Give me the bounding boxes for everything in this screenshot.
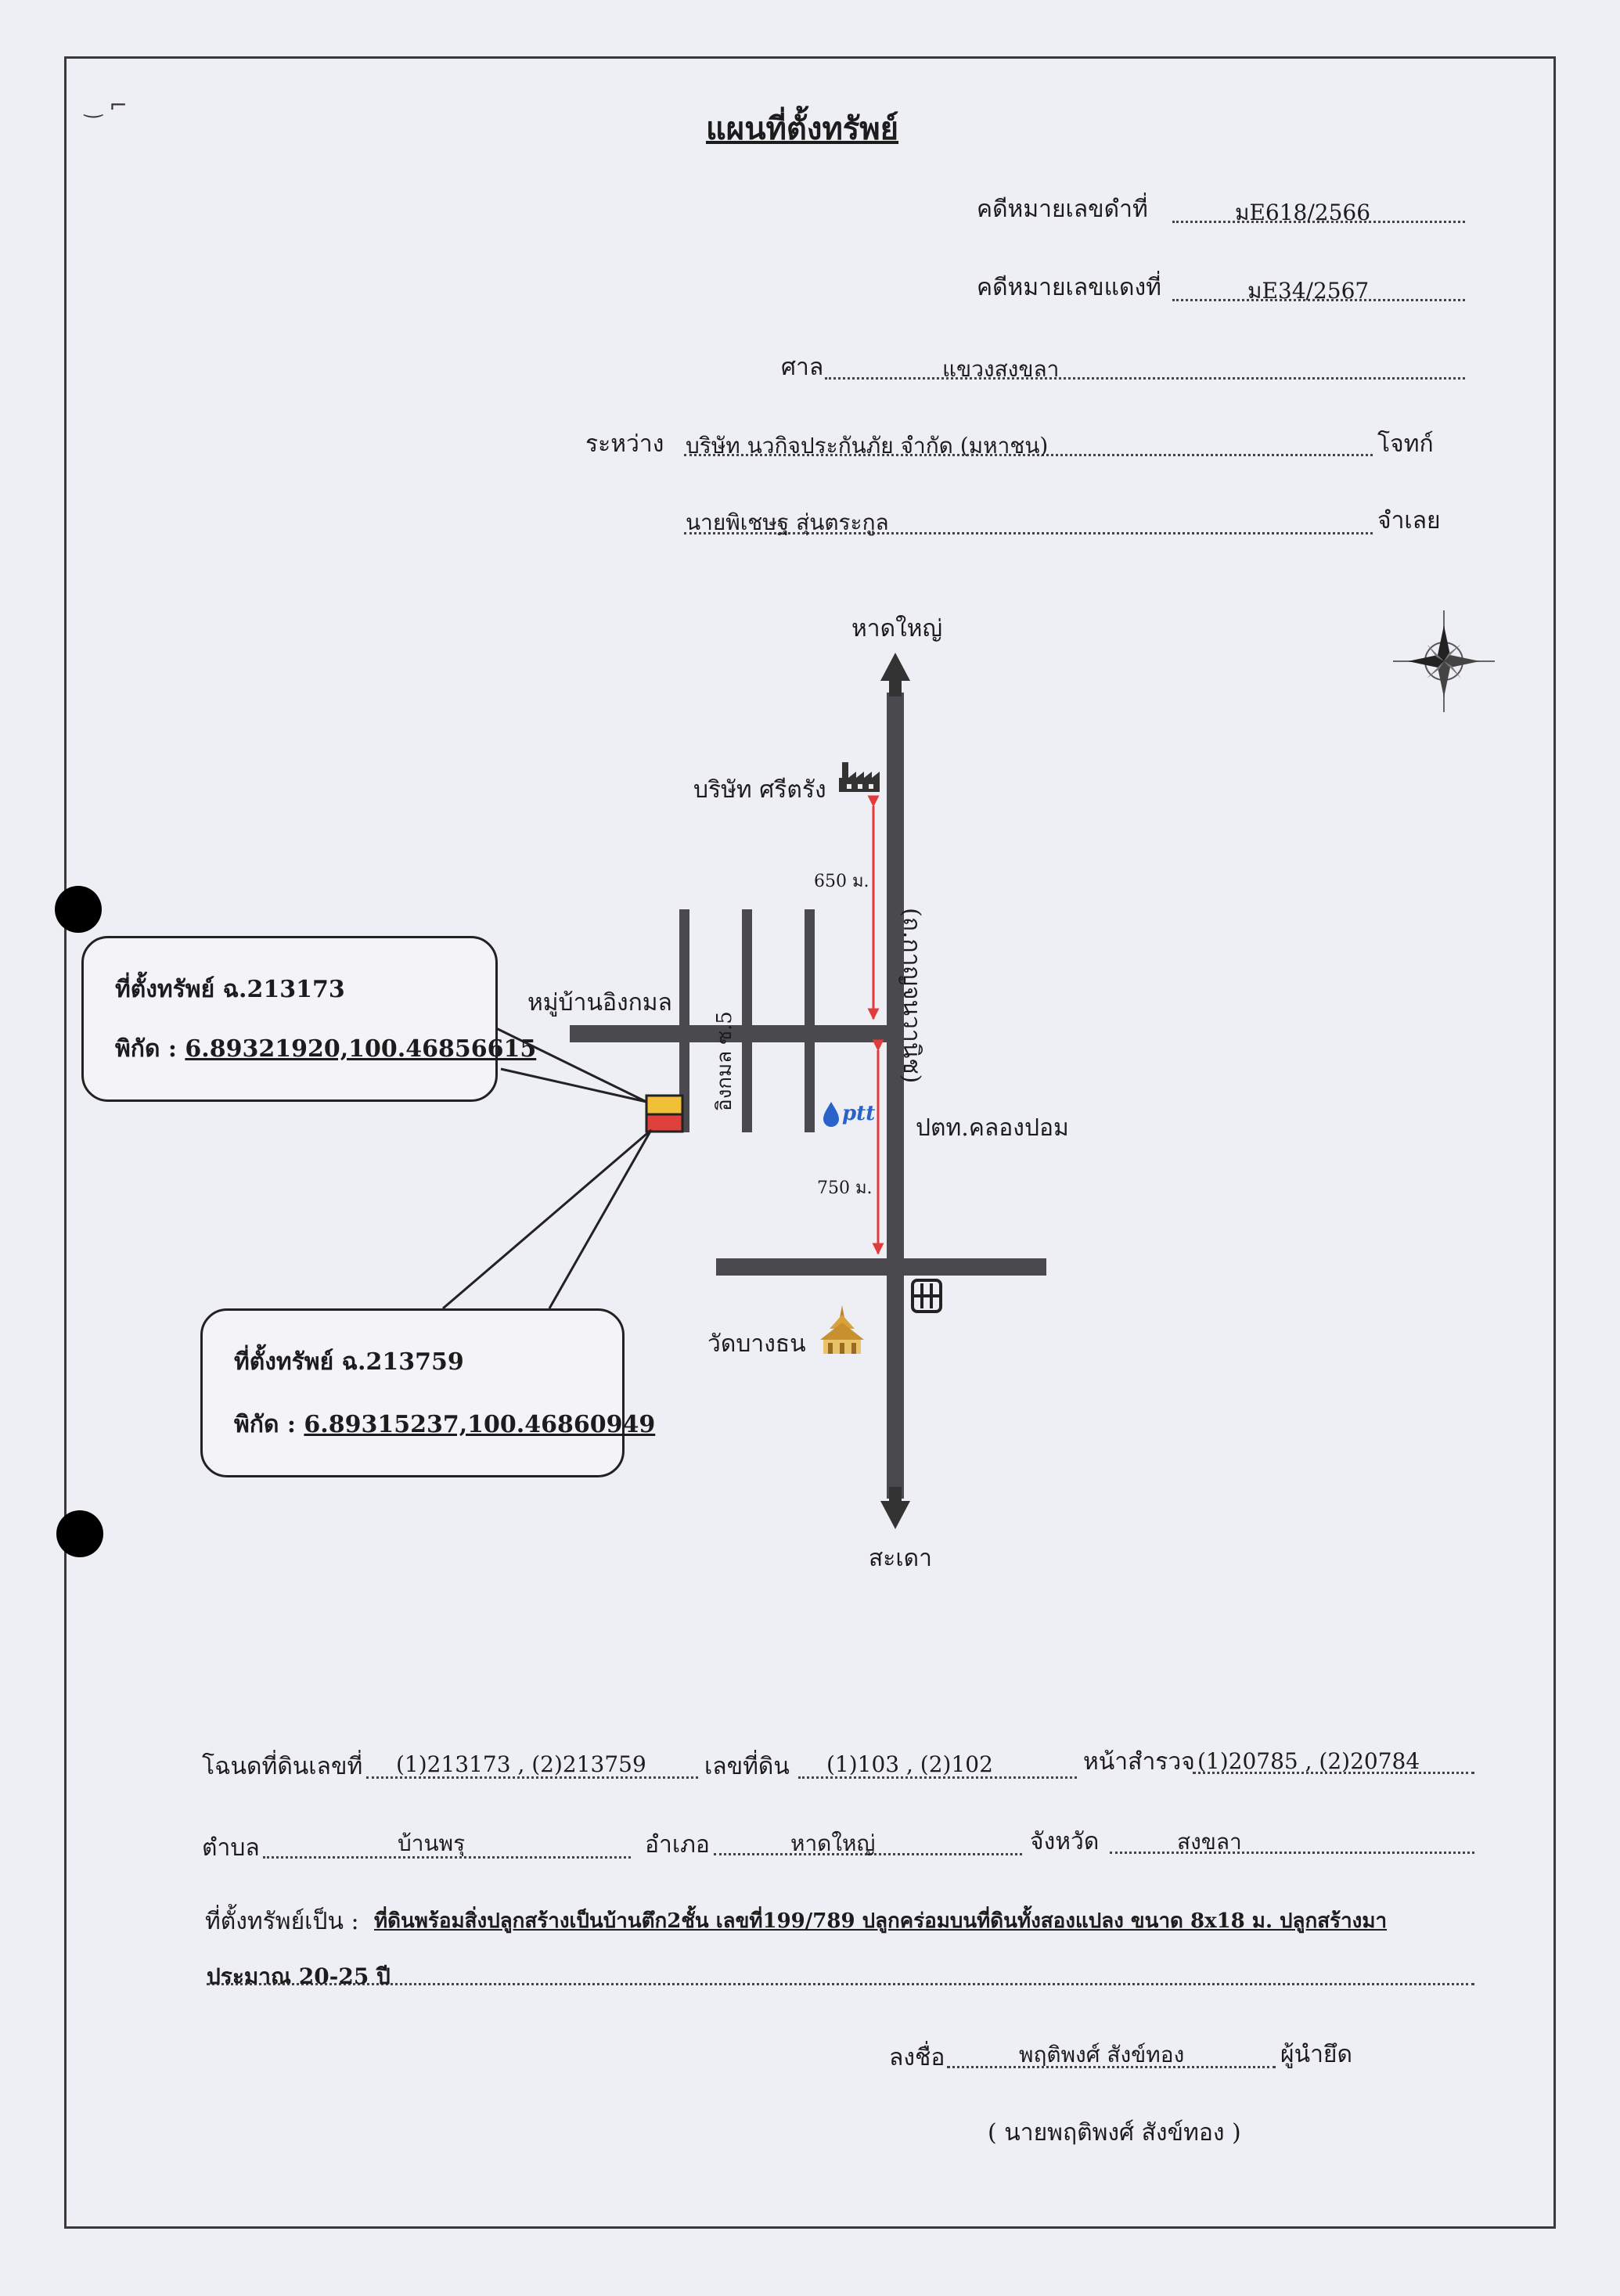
callout-2-coord-value: 6.89315237,100.46860949 — [304, 1411, 656, 1438]
plaintiff-line — [684, 454, 1373, 456]
deed-label: โฉนดที่ดินเลขที่ — [202, 1753, 363, 1780]
ptt-logo-text: ptt — [842, 1102, 876, 1125]
soi-road-1 — [679, 909, 689, 1132]
parcel-marker-bottom — [645, 1113, 684, 1133]
province-value: สงขลา — [1177, 1829, 1242, 1855]
temple-label: วัดบางธน — [707, 1330, 806, 1358]
callout-1-title: ที่ตั้งทรัพย์ ฉ.213173 — [115, 976, 345, 1003]
defendant-value: นายพิเชษฐ สุ่นตระกูล — [686, 509, 889, 535]
signature-label: ลงชื่อ — [889, 2044, 945, 2071]
defendant-line — [684, 532, 1373, 534]
factory-label: บริษัท ศรีตรัง — [693, 776, 826, 804]
village-label: หมู่บ้านอิงกมล — [527, 989, 672, 1017]
distance-south-label: 750 ม. — [817, 1179, 873, 1198]
property-description-line-1: ที่ดินพร้อมสิ่งปลูกสร้างเป็นบ้านตึก2ชั้น… — [374, 1909, 1388, 1933]
black-case-line — [1172, 221, 1465, 223]
property-description-line-2: ประมาณ 20-25 ปี — [207, 1963, 391, 1989]
subdistrict-label: ตำบล — [202, 1834, 260, 1862]
punch-hole-bottom — [56, 1510, 103, 1557]
main-road — [887, 693, 904, 1499]
punch-hole-top — [55, 886, 102, 933]
callout-2-title: ที่ตั้งทรัพย์ ฉ.213759 — [234, 1348, 464, 1376]
callout-2-coordinates: พิกัด : 6.89315237,100.46860949 — [234, 1406, 655, 1443]
distance-north-label: 650 ม. — [814, 872, 869, 891]
south-destination-label: สะเดา — [869, 1545, 933, 1572]
black-case-value: มE618/2566 — [1235, 200, 1371, 225]
printed-name: ( นายพฤติพงศ์ สังข์ทอง ) — [988, 2119, 1241, 2147]
black-case-label: คดีหมายเลขดำที่ — [977, 196, 1148, 223]
soi-road-3 — [805, 909, 815, 1132]
callout-1-coordinates: พิกัด : 6.89321920,100.46856615 — [115, 1031, 536, 1067]
parcel-marker-top — [645, 1094, 684, 1116]
land-no-label: เลขที่ดิน — [704, 1753, 790, 1780]
callout-pointer-2 — [442, 1128, 653, 1310]
red-case-value: มE34/2567 — [1247, 278, 1370, 304]
land-no-value: (1)103 , (2)102 — [826, 1751, 993, 1777]
village-road — [570, 1025, 897, 1042]
callout-1-coord-value: 6.89321920,100.46856615 — [185, 1035, 537, 1063]
ptt-station-label: ปตท.คลองปอม — [916, 1114, 1069, 1142]
ptt-drop-icon — [823, 1102, 839, 1127]
road-name-label: (ถ.กาญจนวานิช) — [898, 908, 925, 1084]
subdistrict-line — [263, 1856, 631, 1859]
property-callout-1: ที่ตั้งทรัพย์ ฉ.213173 พิกัด : 6.8932192… — [81, 936, 536, 1102]
court-line — [825, 377, 1465, 380]
land-no-line — [798, 1776, 1077, 1779]
red-case-line — [1172, 299, 1465, 301]
callout-pointer-1 — [492, 1025, 647, 1103]
scan-mark-icon: ‿ ⌐ — [85, 92, 128, 118]
page-border — [64, 56, 1556, 2229]
deed-value: (1)213173 , (2)213759 — [396, 1751, 646, 1777]
district-line — [714, 1853, 1022, 1855]
defendant-role: จำเลย — [1377, 507, 1441, 534]
callout-2-coord-label: พิกัด : — [234, 1411, 296, 1438]
survey-value: (1)20785 , (2)20784 — [1197, 1748, 1420, 1774]
court-label: ศาล — [781, 354, 824, 381]
traffic-light-icon — [911, 1279, 942, 1313]
signature-line — [947, 2066, 1276, 2068]
temple-icon — [820, 1305, 864, 1354]
survey-line — [1193, 1772, 1474, 1774]
property-line-2 — [207, 1983, 1474, 1985]
north-destination-label: หาดใหญ่ — [851, 615, 943, 642]
signer-role: ผู้นำยึด — [1280, 2041, 1352, 2068]
property-callout-2: ที่ตั้งทรัพย์ ฉ.213759 พิกัด : 6.8931523… — [200, 1308, 655, 1477]
deed-line — [366, 1776, 698, 1779]
subdistrict-value: บ้านพรุ — [398, 1830, 466, 1856]
callout-1-coord-label: พิกัด : — [115, 1035, 177, 1063]
between-label: ระหว่าง — [585, 430, 664, 458]
district-value: หาดใหญ่ — [790, 1830, 876, 1856]
plaintiff-role: โจทก์ — [1377, 430, 1434, 458]
red-case-label: คดีหมายเลขแดงที่ — [977, 274, 1161, 301]
page-title: แผนที่ตั้งทรัพย์ — [706, 110, 899, 147]
survey-label: หน้าสำรวจ — [1083, 1748, 1195, 1776]
south-arrow-icon — [880, 1501, 910, 1529]
factory-icon — [839, 762, 880, 792]
plaintiff-value: บริษัท นวกิจประกันภัย จำกัด (มหาชน) — [686, 433, 1049, 459]
property-label: ที่ตั้งทรัพย์เป็น : — [205, 1908, 359, 1935]
cross-road — [716, 1258, 1046, 1276]
compass-rose-icon — [1393, 610, 1495, 712]
province-label: จังหวัด — [1030, 1828, 1100, 1855]
soi-label: อิงกมล ซ.5 — [713, 1011, 736, 1111]
district-label: อำเภอ — [645, 1831, 710, 1859]
soi-road-2 — [742, 909, 752, 1132]
province-line — [1110, 1852, 1474, 1854]
court-value: แขวงสงขลา — [942, 356, 1060, 382]
north-arrow-icon — [880, 653, 910, 681]
signer-name: พฤติพงศ์ สังข์ทอง — [1019, 2042, 1185, 2067]
